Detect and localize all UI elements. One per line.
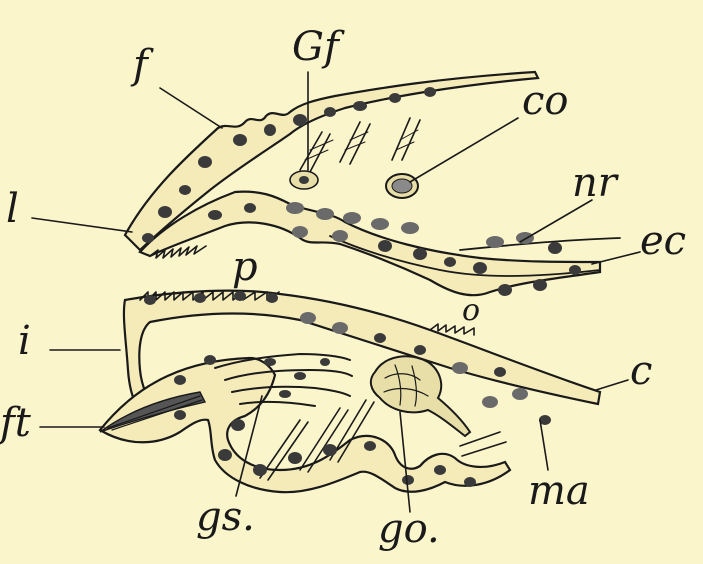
leader-l xyxy=(32,218,132,232)
label-p: p xyxy=(232,244,258,290)
label-ma: ma xyxy=(528,468,590,514)
leader-c xyxy=(596,380,628,390)
leader-nr xyxy=(520,200,592,242)
label-i: i xyxy=(18,318,31,364)
label-ec: ec xyxy=(640,218,686,264)
label-l: l xyxy=(6,186,19,232)
label-gs: gs. xyxy=(196,494,255,540)
leader-co xyxy=(410,118,518,182)
leader-f xyxy=(160,88,222,128)
leader-ec xyxy=(592,252,640,264)
label-c: c xyxy=(630,348,652,394)
gf-ganglion xyxy=(290,171,318,189)
label-co: co xyxy=(522,78,568,124)
label-nr: nr xyxy=(572,160,620,206)
leader-lines xyxy=(32,72,640,512)
leader-ma xyxy=(540,420,548,470)
label-go: go. xyxy=(378,506,440,552)
leader-go xyxy=(400,412,410,512)
co-organ xyxy=(386,174,418,198)
upper-fibre-strands xyxy=(300,118,420,172)
label-gf: Gf xyxy=(292,24,345,70)
label-f: f xyxy=(130,42,154,88)
label-ft: ft xyxy=(0,400,32,446)
label-o: o xyxy=(462,293,480,328)
